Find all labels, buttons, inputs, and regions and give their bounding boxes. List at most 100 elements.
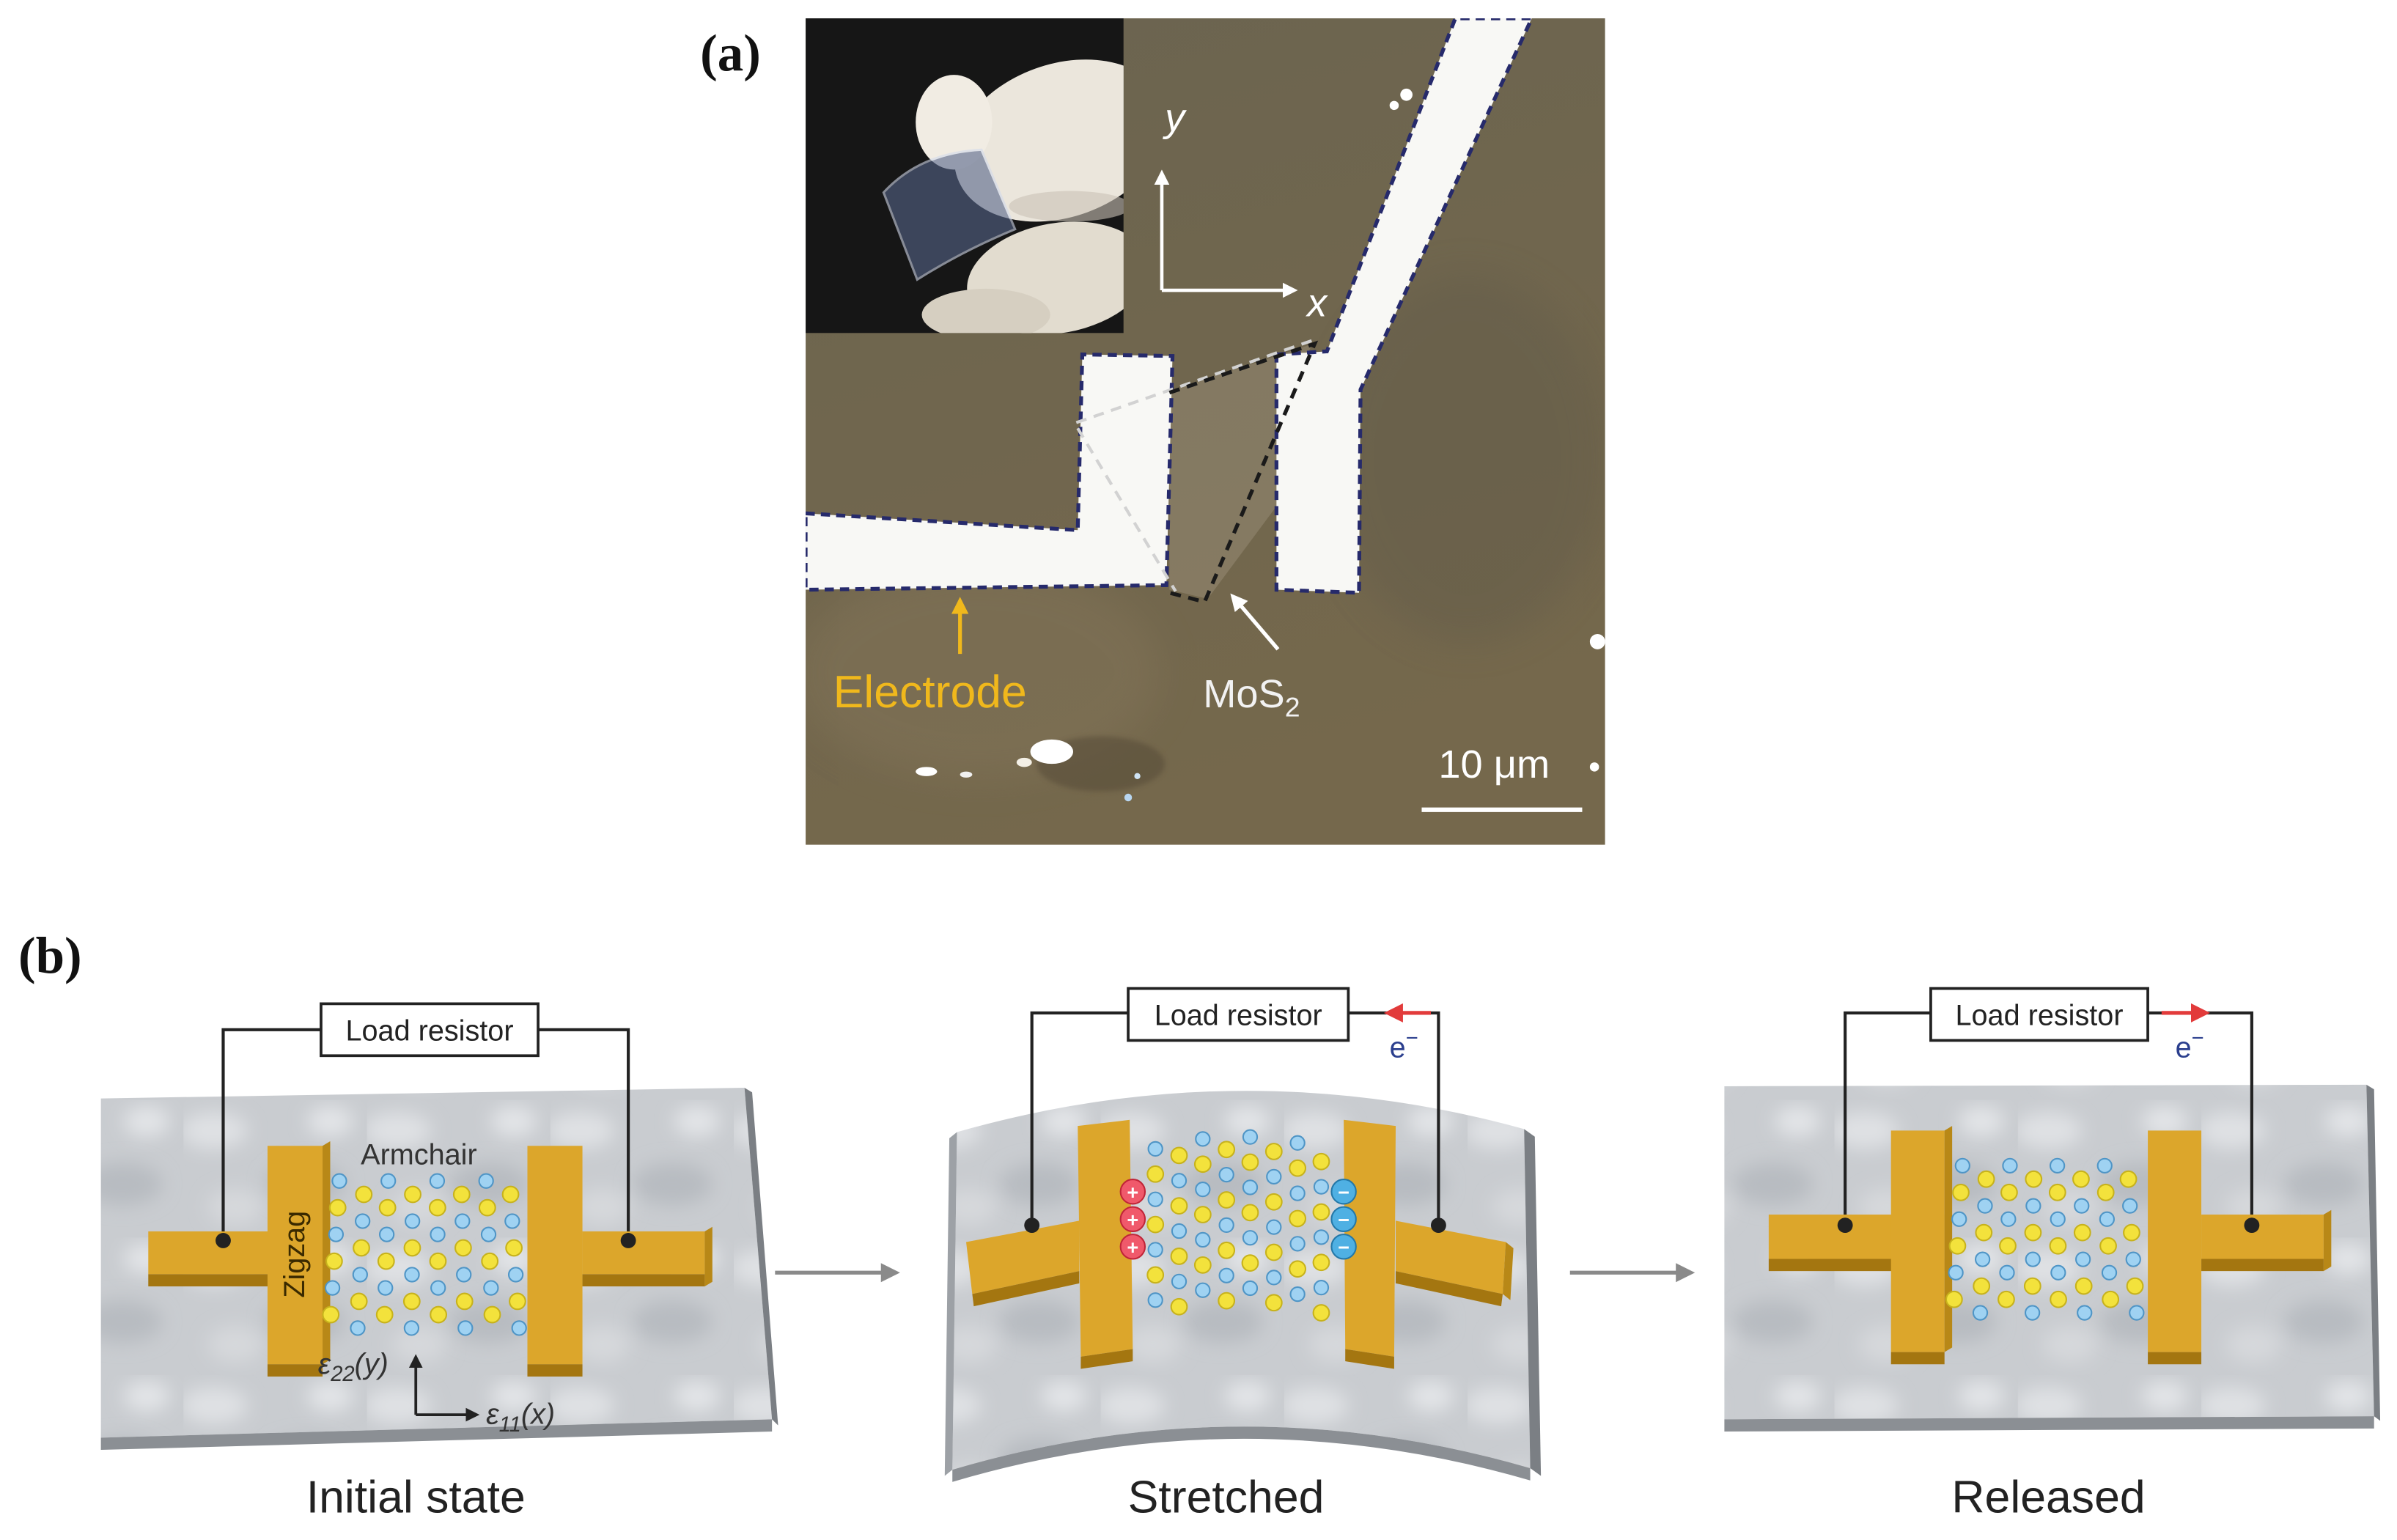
molybdenum-atom — [1266, 1168, 1282, 1185]
molybdenum-atom — [457, 1320, 474, 1336]
sulfur-atom — [1312, 1253, 1330, 1272]
molybdenum-atom — [511, 1320, 527, 1336]
sulfur-atom — [2099, 1237, 2117, 1255]
molybdenum-atom — [2049, 1157, 2066, 1174]
molybdenum-atom — [430, 1280, 446, 1296]
armchair-label: Armchair — [361, 1138, 477, 1171]
molybdenum-atom — [404, 1267, 420, 1283]
molybdenum-atom — [2050, 1211, 2066, 1227]
positive-charge — [1119, 1234, 1146, 1260]
substrate-side — [2366, 1084, 2381, 1421]
molybdenum-atom — [1147, 1191, 1163, 1207]
sulfur-atom — [1312, 1304, 1330, 1322]
sulfur-atom — [1264, 1193, 1283, 1211]
left-electrode-bar-face — [267, 1364, 323, 1377]
sulfur-atom — [1973, 1277, 1991, 1295]
molybdenum-atom — [454, 1213, 471, 1229]
sulfur-atom — [1312, 1152, 1330, 1171]
molybdenum-atom — [1171, 1223, 1188, 1239]
sulfur-atom — [322, 1305, 340, 1324]
sulfur-atom — [428, 1198, 446, 1217]
sulfur-atom — [2126, 1277, 2144, 1295]
molybdenum-atom — [324, 1280, 341, 1296]
wire-left — [1844, 1011, 1931, 1226]
flake-outline-gray — [1072, 339, 1313, 592]
wire-left — [1030, 1011, 1129, 1226]
load-resistor-box — [320, 1002, 540, 1058]
molybdenum-atom — [1242, 1129, 1259, 1145]
load-resistor-label: Load resistor — [1955, 1000, 2123, 1032]
sulfur-atom — [2024, 1223, 2042, 1242]
left-electrode-bar — [1078, 1119, 1133, 1357]
molybdenum-atom — [331, 1173, 347, 1189]
right-electrode-bar — [527, 1146, 583, 1365]
negative-charge-sign: − — [1338, 1209, 1350, 1231]
sulfur-atom — [478, 1198, 496, 1217]
panel-b-label: (b) — [18, 928, 82, 985]
wire-contact-dot — [620, 1233, 636, 1248]
sulfur-atom — [377, 1252, 395, 1270]
zigzag-label: Zigzag — [279, 1211, 311, 1298]
molybdenum-atom — [1948, 1264, 1964, 1281]
sulfur-atom — [1218, 1141, 1236, 1159]
left-electrode-bar-face — [1890, 1352, 1945, 1365]
sulfur-atom — [452, 1185, 471, 1204]
molybdenum-atom — [2096, 1157, 2113, 1174]
molybdenum-atom — [403, 1320, 420, 1336]
axis-y-label: y — [1162, 96, 1187, 140]
sulfur-atom — [1193, 1206, 1212, 1223]
electron-charge: − — [1406, 1027, 1418, 1050]
positive-charge-sign: + — [1127, 1209, 1138, 1231]
right-electrode-bar — [1344, 1119, 1396, 1357]
sulfur-atom — [2119, 1170, 2138, 1188]
mos2-lattice — [1146, 1129, 1330, 1322]
molybdenum-atom — [1289, 1236, 1306, 1252]
strain-x-subscript: 11 — [499, 1413, 521, 1437]
sulfur-atom — [403, 1239, 421, 1257]
sulfur-atom — [1289, 1260, 1307, 1278]
substrate — [1724, 1084, 2374, 1420]
electron-label: e− — [1390, 1027, 1418, 1064]
right-electrode-arm-side — [1503, 1242, 1514, 1300]
molybdenum-atom — [1999, 1264, 2015, 1281]
negative-charge-sign: − — [1338, 1181, 1350, 1204]
sulfur-atom — [2048, 1183, 2066, 1201]
initial-state-panel: Load resistor Armchair Zigzag ε22(y) ε11… — [100, 1002, 778, 1522]
molybdenum-atom — [1974, 1251, 1991, 1267]
sulfur-atom — [1218, 1292, 1236, 1310]
molybdenum-atom — [1313, 1229, 1330, 1245]
strain-x-symbol: ε — [486, 1399, 499, 1431]
mos2-lattice — [322, 1173, 527, 1336]
sulfur-atom — [1170, 1297, 1188, 1316]
sulfur-atom — [2074, 1277, 2093, 1295]
sulfur-atom — [1289, 1159, 1307, 1177]
molybdenum-atom — [429, 1173, 446, 1189]
sulfur-atom — [1975, 1223, 1993, 1242]
sulfur-atom — [328, 1198, 347, 1217]
molybdenum-atom — [2101, 1264, 2118, 1281]
right-electrode-arm-face — [1396, 1271, 1503, 1307]
load-resistor-label: Load resistor — [1155, 1000, 1322, 1032]
molybdenum-atom — [2099, 1211, 2116, 1227]
bright-speck — [1589, 633, 1605, 649]
bent-substrate-side — [944, 1132, 957, 1476]
negative-charge — [1330, 1234, 1357, 1260]
wire-right — [1348, 1011, 1440, 1226]
sulfur-atom — [1193, 1256, 1212, 1274]
molybdenum-atom — [1289, 1135, 1306, 1151]
bright-speck — [916, 767, 938, 776]
molybdenum-atom — [1266, 1219, 1282, 1235]
molybdenum-atom — [1289, 1185, 1306, 1201]
molybdenum-atom — [1313, 1280, 1330, 1296]
sulfur-atom — [1264, 1294, 1283, 1312]
molybdenum-atom — [1147, 1242, 1163, 1258]
wire-contact-dot — [1430, 1217, 1446, 1234]
molybdenum-atom — [1147, 1141, 1163, 1157]
released-panel: Load resistor e− Released — [1724, 987, 2381, 1522]
sulfur-atom — [1218, 1191, 1236, 1209]
right-electrode-bar-face — [1345, 1349, 1394, 1369]
molybdenum-atom — [1218, 1267, 1234, 1283]
flake-outline-black — [1168, 340, 1319, 605]
strain-x-label: ε11(x) — [486, 1399, 555, 1437]
